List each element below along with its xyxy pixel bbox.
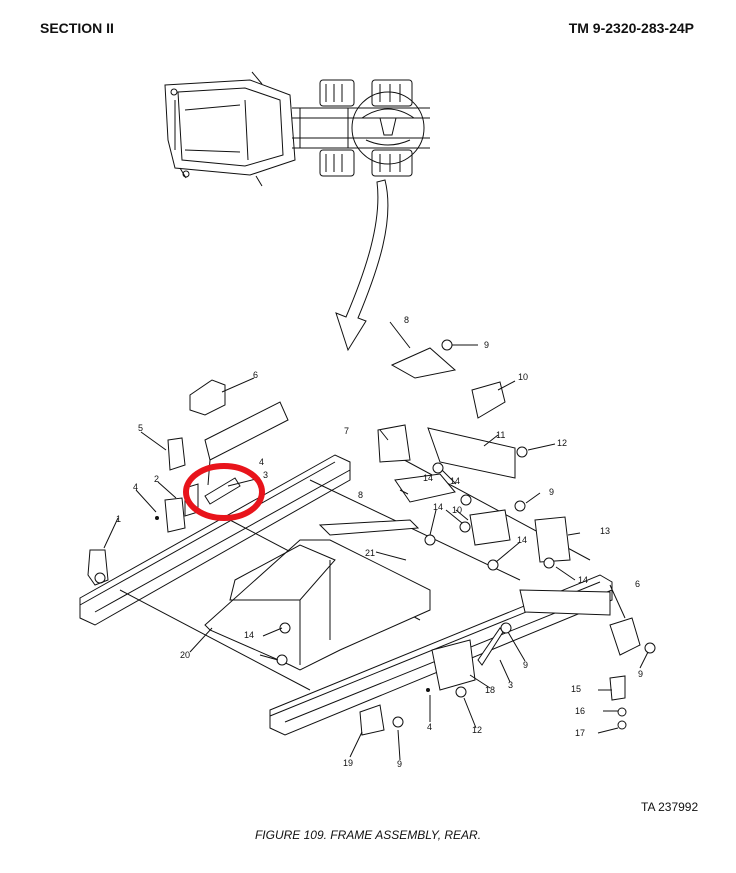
- callout-label: 16: [575, 706, 585, 716]
- callout-label: 21: [365, 548, 375, 558]
- callout-label: 6: [635, 579, 640, 589]
- callout-label: 17: [575, 728, 585, 738]
- section-heading: SECTION II: [40, 20, 114, 36]
- frame-assembly-drawing: [79, 321, 656, 761]
- art-number: TA 237992: [641, 800, 699, 814]
- callout-label: 18: [485, 685, 495, 695]
- callout-labels: 1 2 3 3 4 4 4 5 6 6 7 8 8 9 9 9 9 9 10 1…: [116, 315, 643, 769]
- callout-label: 14: [450, 476, 460, 486]
- callout-label: 9: [549, 487, 554, 497]
- callout-label: 20: [180, 650, 190, 660]
- callout-label: 11: [496, 430, 505, 440]
- callout-label: 3: [263, 470, 268, 480]
- callout-label: 14: [423, 473, 433, 483]
- callout-label: 15: [571, 684, 581, 694]
- callout-label: 14: [433, 502, 443, 512]
- callout-label: 1: [116, 514, 121, 524]
- callout-label: 12: [472, 725, 482, 735]
- callout-label: 7: [344, 426, 349, 436]
- callout-label: 4: [133, 482, 138, 492]
- callout-label: 3: [508, 680, 513, 690]
- callout-label: 14: [517, 535, 527, 545]
- callout-label: 19: [343, 758, 353, 768]
- callout-label: 9: [397, 759, 402, 769]
- callout-label: 14: [578, 575, 588, 585]
- callout-label: 9: [484, 340, 489, 350]
- manual-number: TM 9-2320-283-24P: [568, 20, 694, 36]
- callout-label: 12: [557, 438, 567, 448]
- callout-label: 8: [404, 315, 409, 325]
- callout-label: 13: [600, 526, 610, 536]
- callout-label: 5: [138, 423, 143, 433]
- callout-label: 8: [358, 490, 363, 500]
- callout-label: 9: [523, 660, 528, 670]
- truck-locator-view: [164, 71, 430, 187]
- callout-label: 10: [452, 505, 462, 515]
- callout-label: 6: [253, 370, 258, 380]
- callout-label: 9: [638, 669, 643, 679]
- highlight-circle: [183, 463, 265, 521]
- callout-label: 14: [244, 630, 254, 640]
- callout-label: 2: [154, 474, 159, 484]
- callout-label: 10: [518, 372, 528, 382]
- locator-arrow: [335, 179, 389, 352]
- callout-label: 4: [259, 457, 264, 467]
- callout-label: 4: [427, 722, 432, 732]
- figure-caption: FIGURE 109. FRAME ASSEMBLY, REAR.: [254, 828, 482, 842]
